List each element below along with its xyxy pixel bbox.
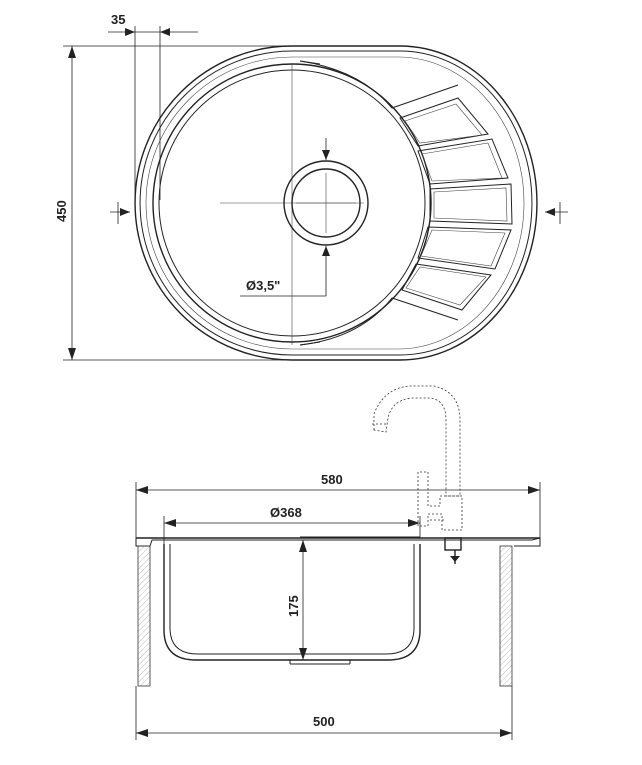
groove-1: [399, 97, 489, 147]
bowl-profile-inner: [169, 544, 415, 655]
cabinet-width-label: 500: [313, 714, 335, 729]
bowl-profile-outer: [163, 544, 421, 661]
groove-3: [429, 183, 513, 225]
tap-mount: [444, 537, 462, 551]
drain-outer: [283, 160, 369, 246]
sink-rim-inner-2: [145, 56, 525, 350]
drain-diameter-label: Ø3,5": [246, 278, 280, 293]
drainboard-top-edge: [299, 60, 459, 109]
drainboard-top-notch: [299, 60, 321, 65]
rim-width-label: 35: [111, 12, 125, 27]
faucet-base: [417, 471, 463, 531]
overall-width-label: 580: [321, 472, 343, 487]
side-view: 580 Ø368 175 500: [135, 385, 541, 740]
faucet-outline: [373, 385, 461, 497]
sink-outer-rim: [134, 45, 538, 361]
drain-inner: [291, 168, 361, 238]
cabinet-wall-right: [499, 545, 513, 687]
bowl-diameter-label: Ø368: [270, 505, 302, 520]
top-view: Ø3,5" 35 450: [54, 12, 568, 361]
groove-4: [417, 226, 512, 270]
height-label: 450: [54, 200, 69, 222]
groove-5: [401, 263, 492, 311]
sink-rim-profile: [135, 537, 541, 547]
cabinet-wall-left: [137, 545, 151, 687]
groove-2: [417, 138, 509, 185]
bowl-depth-label: 175: [286, 595, 301, 617]
drainboard-bottom-notch: [299, 341, 321, 346]
sink-rim-inner-1: [139, 50, 533, 356]
drainboard-grooves: [399, 97, 513, 311]
